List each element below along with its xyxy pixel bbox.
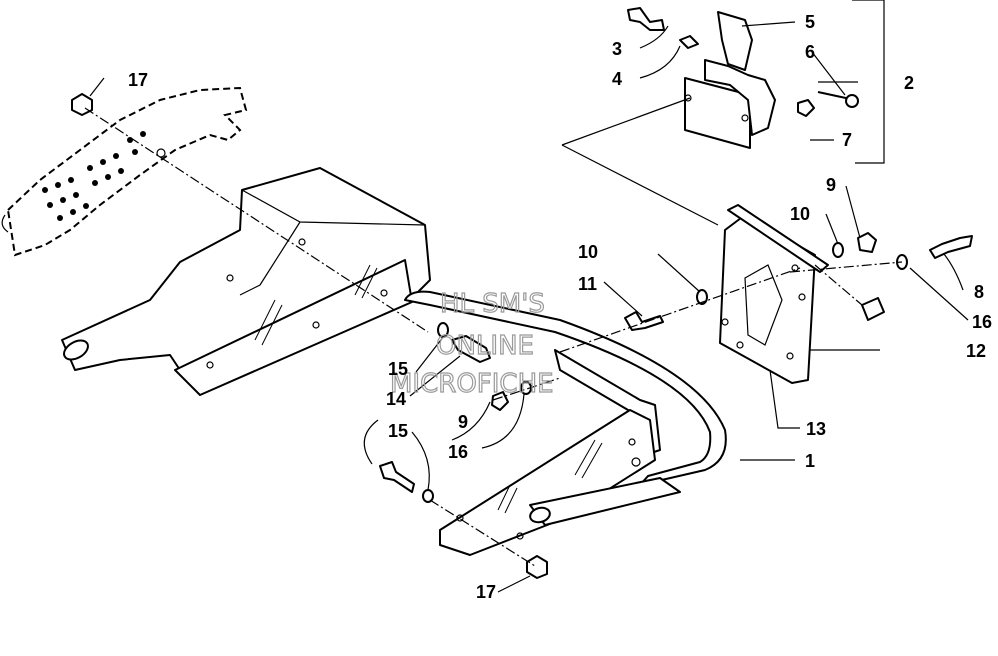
callout-4: 4 [612, 69, 622, 89]
callout-8: 8 [974, 282, 984, 302]
callouts: 1 2 3 4 5 6 7 8 9 9 10 10 11 12 13 14 15… [128, 12, 992, 602]
latch-detail-group [561, 0, 885, 226]
watermark-line-2: ONLINE [436, 331, 534, 361]
callout-2: 2 [904, 73, 914, 93]
left-mounting-plate [61, 167, 431, 396]
watermark: HL SM'S ONLINE MICROFICHE [389, 288, 554, 399]
callout-10-left: 10 [578, 242, 598, 262]
callout-9-center: 9 [458, 412, 468, 432]
callout-1: 1 [805, 451, 815, 471]
callout-7: 7 [842, 130, 852, 150]
callout-11: 11 [578, 274, 597, 294]
callout-17-bottom: 17 [476, 582, 496, 602]
watermark-line-1: HL SM'S [440, 289, 545, 319]
callout-10-right: 10 [790, 204, 810, 224]
callout-16-right: 16 [972, 312, 992, 332]
callout-3: 3 [612, 39, 622, 59]
callout-14: 14 [386, 389, 406, 409]
reference-assembly-dashed [1, 86, 248, 257]
center-bracket-plate [719, 204, 829, 384]
tubular-frame [404, 290, 727, 556]
callout-13: 13 [806, 419, 826, 439]
callout-15-lower: 15 [388, 421, 408, 441]
callout-5: 5 [805, 12, 815, 32]
callout-16-center: 16 [448, 442, 468, 462]
watermark-line-3: MICROFICHE [390, 369, 554, 399]
callout-17-top: 17 [128, 70, 148, 90]
callout-6: 6 [805, 42, 815, 62]
callout-12: 12 [966, 341, 986, 361]
leader-lines [89, 21, 969, 593]
callout-15-upper: 15 [388, 359, 408, 379]
callout-9-right: 9 [826, 175, 836, 195]
alignment-lines [84, 107, 903, 567]
